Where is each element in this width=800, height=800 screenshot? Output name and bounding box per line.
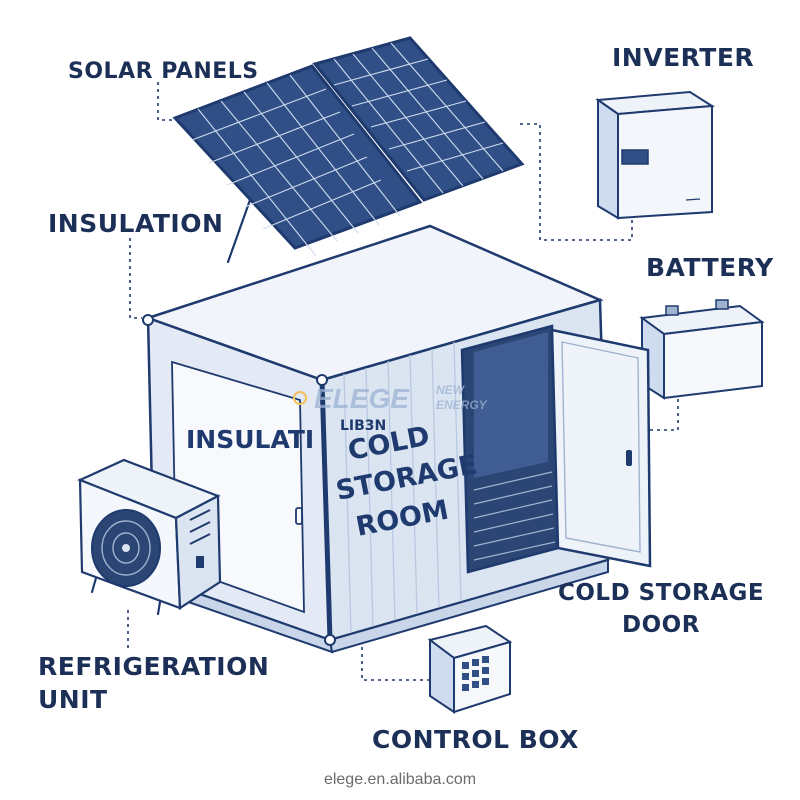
fan-vents <box>189 509 211 545</box>
solar-panel-icon <box>172 36 525 264</box>
control-box-icon <box>427 624 513 714</box>
door-handle <box>626 450 632 466</box>
label-control-box: CONTROL BOX <box>372 725 579 754</box>
leader-inverter <box>520 123 633 241</box>
footer-url: elege.en.alibaba.com <box>324 771 476 788</box>
inverter-icon <box>595 90 716 220</box>
container-corrugation <box>343 341 462 635</box>
sign-fragment: LIB3N <box>340 418 386 434</box>
solar-panel-2 <box>312 36 525 202</box>
left-panel-text: INSULATI <box>186 425 314 454</box>
leader-control <box>361 640 430 681</box>
leader-solar <box>157 82 190 121</box>
watermark-sub1: NEW <box>436 383 466 397</box>
battery-terminal-negative <box>665 305 679 316</box>
label-refrigeration-line2: UNIT <box>38 685 108 714</box>
label-refrigeration-line1: REFRIGERATION <box>38 652 269 681</box>
cold-storage-door <box>550 328 652 568</box>
watermark-sub2: ENERGY <box>436 398 488 412</box>
control-keypad <box>462 656 489 691</box>
label-solar-panels: SOLAR PANELS <box>68 59 259 84</box>
sun-logo-icon <box>293 391 307 405</box>
battery-terminal-positive <box>715 299 729 310</box>
refrigeration-unit-icon <box>77 458 222 616</box>
solar-panel-2-grid <box>333 42 504 194</box>
container-interior-racks <box>473 471 556 561</box>
label-insulation: INSULATION <box>48 209 223 238</box>
label-door-line1: COLD STORAGE <box>558 580 764 606</box>
cold-storage-container <box>142 224 652 654</box>
label-door-line2: DOOR <box>622 612 700 638</box>
label-battery: BATTERY <box>646 253 774 282</box>
brand-watermark: ELEGE NEW ENERGY <box>293 383 488 414</box>
leader-battery <box>645 385 679 431</box>
inverter-display <box>621 149 649 165</box>
watermark-brand: ELEGE <box>314 383 410 414</box>
solar-stand-leg <box>226 198 252 264</box>
battery-icon <box>639 299 765 400</box>
label-inverter: INVERTER <box>612 43 754 72</box>
solar-panel-1-grid <box>191 74 401 257</box>
leader-insulation <box>129 238 142 319</box>
